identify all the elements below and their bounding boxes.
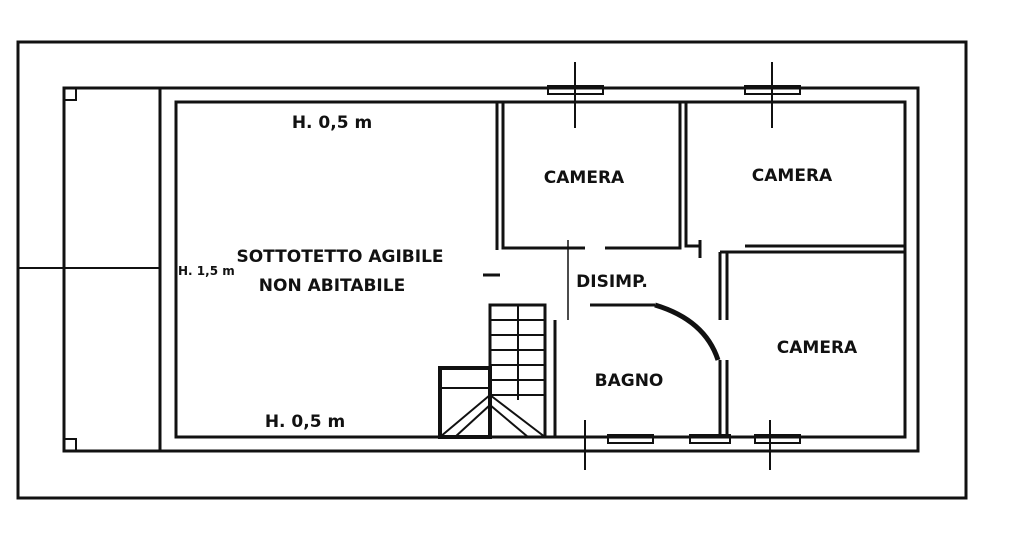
staircase — [438, 303, 547, 439]
bathroom-label: BAGNO — [595, 371, 664, 391]
attic-label-line1: SOTTOTETTO AGIBILE — [236, 247, 443, 267]
hallway-label: DISIMP. — [576, 272, 648, 292]
bedroom-3-label: CAMERA — [777, 338, 858, 358]
height-label-middle: H. 1,5 m — [178, 264, 235, 278]
windows — [547, 62, 801, 470]
height-label-top: H. 0,5 m — [292, 113, 372, 133]
interior-walls — [483, 102, 905, 437]
bathroom-door-swing — [654, 302, 721, 361]
attic-label-line2: NON ABITABILE — [259, 276, 405, 296]
property-boundary — [16, 40, 968, 500]
height-label-bottom: H. 0,5 m — [265, 412, 345, 432]
bedroom-2-label: CAMERA — [752, 166, 833, 186]
bedroom-1-label: CAMERA — [544, 168, 625, 188]
